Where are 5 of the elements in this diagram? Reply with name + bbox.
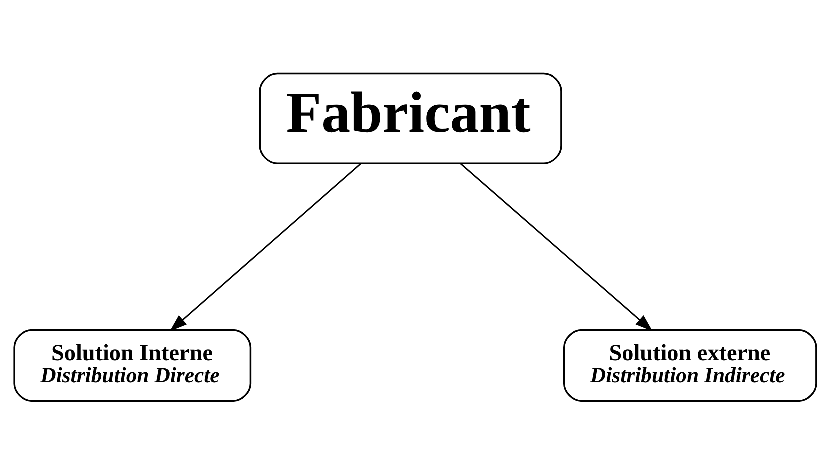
- node-box: Solution externe Distribution Indirecte: [563, 328, 818, 402]
- node-box: Solution Interne Distribution Directe: [14, 328, 252, 402]
- arrow: [170, 162, 362, 331]
- node-box: Fabricant: [259, 72, 562, 164]
- arrow: [460, 162, 653, 331]
